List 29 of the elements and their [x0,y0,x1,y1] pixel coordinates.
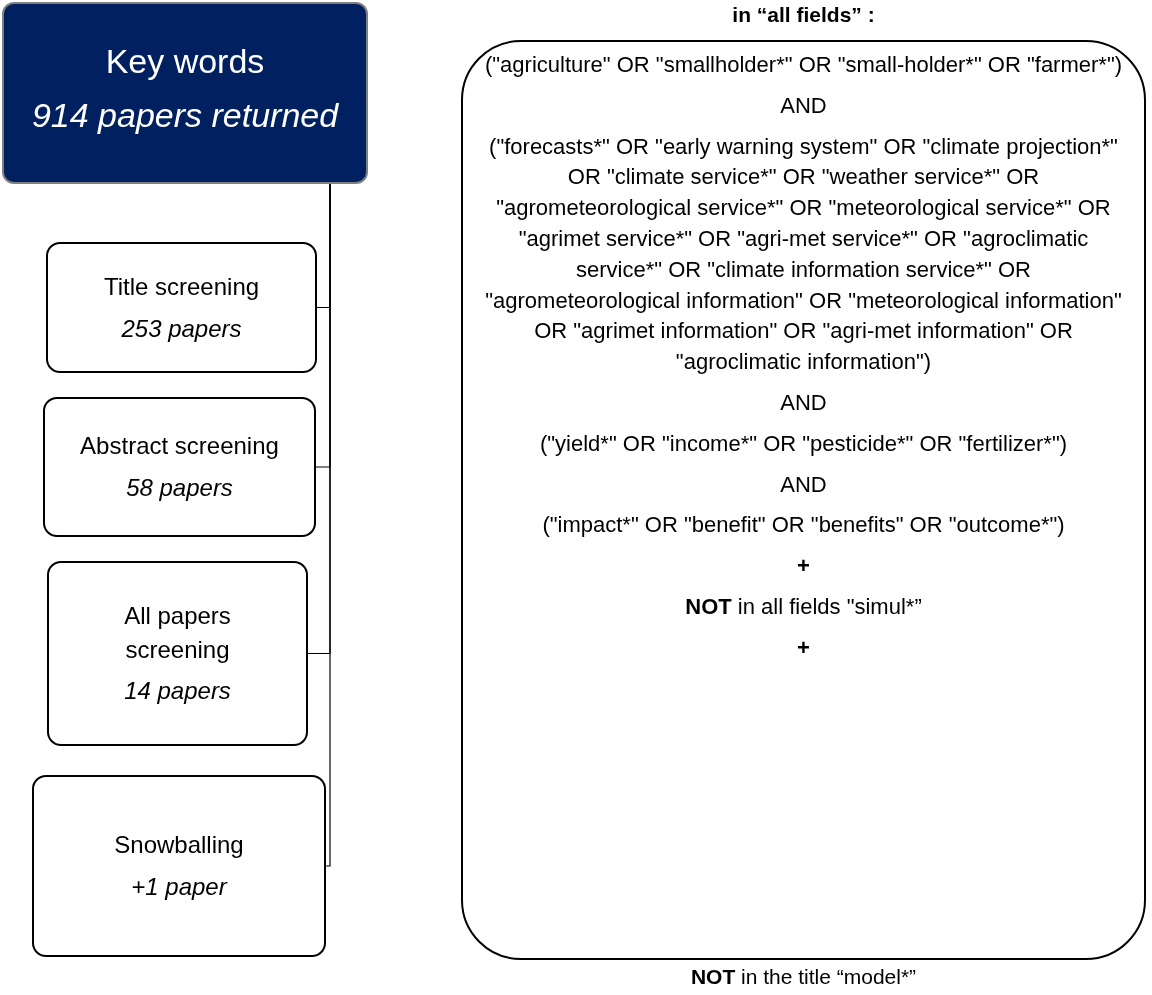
step-title: All papers screening [123,601,232,665]
query-heading: in “all fields” : [731,3,876,27]
step-title: Abstract screening [80,431,279,462]
operator-text: AND [780,470,827,499]
step-box [43,397,316,537]
operator-text: AND [780,388,827,417]
paper-count: 14 papers [124,676,231,707]
step-title: Snowballing [114,830,244,861]
box-title: Key words [105,40,265,82]
operator-text: + [797,633,810,662]
step-box [47,561,308,746]
paper-count: 58 papers [126,473,233,503]
keyword-box [2,2,368,184]
note-text: NOT in the title “model*” [689,965,918,989]
operator-text: + [797,552,810,581]
query-term: NOT in all fields "simul*” [685,592,922,621]
step-box [32,775,326,957]
step-box [46,242,317,373]
paper-count: 253 papers [121,313,242,344]
query-term: ("impact*" OR "benefit" OR "benefits" OR "outcome*") [542,511,1065,540]
query-term: ("agriculture" OR "smallholder*" OR "small-holder*" OR "farmer*") [484,51,1123,79]
paper-count: +1 paper [131,872,227,902]
operator-text: AND [780,91,827,120]
step-title: Title screening [103,271,260,302]
connector-line [325,183,331,867]
paper-count: 914 papers returned [31,95,339,136]
query-term: ("forecasts*" OR "early warning system" OR "climate projection*" OR "climate service*" OR "weather service*" OR "agrometeorological service*" OR "meteorological service*" OR "agrimet service*" OR "agri-met service*" OR "agroclimatic service*" OR "climate information service*" OR "agrometeorological information" OR "meteorological information" OR "agrimet information" OR "agri-met information" OR "agroclimatic information") [484,132,1123,377]
query-term: ("yield*" OR "income*" OR "pesticide*" OR "fertilizer*") [539,429,1068,458]
query-box [461,40,1146,960]
